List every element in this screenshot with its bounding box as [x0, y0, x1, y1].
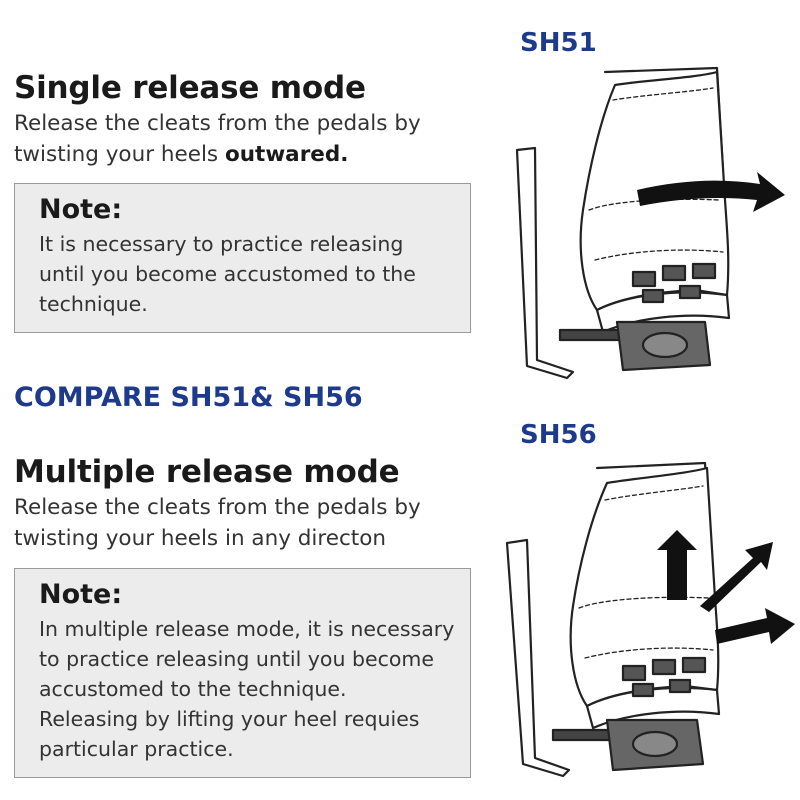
diagonal-arrow-icon [700, 542, 773, 612]
multiple-note-title: Note: [39, 579, 123, 610]
single-note-text: It is necessary to practice releasing un… [39, 229, 456, 319]
single-description-line2: twisting your heels outwared. [14, 139, 474, 170]
single-note-line: It is necessary to practice releasing [39, 232, 404, 256]
multiple-note-box: Note: In multiple release mode, it is ne… [14, 568, 471, 778]
multiple-description-line2: twisting your heels in any directon [14, 526, 387, 551]
compare-heading: COMPARE SH51& SH56 [14, 382, 363, 413]
multiple-release-description: Release the cleats from the pedals by tw… [14, 492, 474, 554]
multiple-note-line: accustomed to the technique. [39, 677, 347, 701]
sh51-label: SH51 [520, 28, 597, 58]
single-note-line: until you become accustomed to the [39, 262, 416, 286]
single-release-title: Single release mode [14, 70, 366, 106]
outward-arrow-icon [637, 172, 785, 212]
single-release-description: Release the cleats from the pedals by tw… [14, 108, 474, 170]
single-description-line1: Release the cleats from the pedals by [14, 111, 421, 136]
multiple-note-text: In multiple release mode, it is necessar… [39, 614, 456, 764]
multiple-description-line1: Release the cleats from the pedals by [14, 495, 421, 520]
single-description-emphasis: outwared. [224, 142, 349, 167]
cycling-shoe-illustration-sh51 [515, 66, 785, 380]
single-note-title: Note: [39, 194, 123, 225]
multiple-note-line: Releasing by lifting your heel requies [39, 707, 420, 731]
multiple-release-title: Multiple release mode [14, 454, 400, 490]
right-arrow-icon [715, 608, 795, 644]
multiple-note-line: In multiple release mode, it is necessar… [39, 617, 455, 641]
up-arrow-icon [657, 530, 697, 600]
cycling-shoe-illustration-sh56 [505, 461, 795, 778]
multiple-note-line: to practice releasing until you become [39, 647, 434, 671]
single-description-line2-prefix: twisting your heels [14, 142, 225, 167]
multiple-note-line: particular practice. [39, 737, 234, 761]
single-note-line: technique. [39, 292, 148, 316]
single-note-box: Note: It is necessary to practice releas… [14, 183, 471, 333]
sh56-label: SH56 [520, 420, 597, 450]
